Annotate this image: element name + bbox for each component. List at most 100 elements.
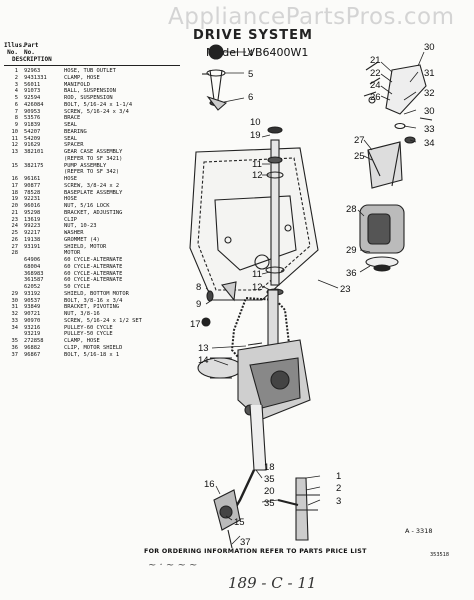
illus-number: 13 <box>11 149 19 155</box>
part-number: 62052 <box>24 284 41 290</box>
callout-26: 26 <box>370 92 381 103</box>
callout-11b: 11 <box>252 269 262 280</box>
parts-row: (REFER TO SF 342) <box>4 169 184 176</box>
pump-and-hoses <box>213 404 320 549</box>
part-description: BRACKET, ADJUSTING <box>64 209 123 216</box>
part-number: 78528 <box>24 189 41 196</box>
part-description: NUT, 5/16 LOCK <box>64 203 110 209</box>
callout-1: 1 <box>336 471 341 482</box>
document-number: 353518 <box>430 552 450 558</box>
callout-32: 32 <box>424 88 435 99</box>
part-description: CLAMP, HOSE <box>64 338 100 344</box>
part-description: 60 CYCLE-ALTERNATE <box>64 277 123 284</box>
part-description: NUT, 10-23 <box>64 223 97 230</box>
illus-number: 9 <box>14 122 18 128</box>
callout-15: 15 <box>234 517 245 528</box>
part-description: HOSE, TUB OUTLET <box>64 68 116 74</box>
illus-number: 37 <box>11 351 19 358</box>
callout-4: 4 <box>248 48 253 59</box>
small-fasteners <box>201 281 263 346</box>
header-illus-no: Illus.No. <box>4 42 26 56</box>
leader-lines <box>201 51 425 545</box>
part-number: 93216 <box>24 324 41 331</box>
callout-numbers: 30 21 22 31 24 26 32 30 33 34 4 5 6 10 1… <box>190 42 435 548</box>
callout-12b: 12 <box>252 282 263 293</box>
illus-number: 26 <box>11 236 19 243</box>
watermark: AppliancePartsPros.com <box>168 4 455 30</box>
callout-5: 5 <box>248 69 253 80</box>
illus-number: 19 <box>11 196 19 203</box>
illus-number: 34 <box>11 324 19 331</box>
parts-row: 30 90537 BOLT, 3/8-16 x 3/4 <box>4 298 184 305</box>
handwritten-note: 189 - C - 11 <box>228 574 317 592</box>
part-description: BRACE <box>64 115 81 122</box>
illus-number: 1 <box>14 68 18 74</box>
part-number: 64906 <box>24 257 41 263</box>
part-number: 90537 <box>24 297 41 304</box>
part-number: 91839 <box>24 122 41 128</box>
callout-37: 37 <box>240 537 251 548</box>
callout-24: 24 <box>370 80 381 91</box>
callout-28: 28 <box>346 204 357 215</box>
gear-case <box>197 289 311 421</box>
part-description: MANIFOLD <box>64 81 90 88</box>
part-number: 90970 <box>24 317 41 324</box>
callout-6: 6 <box>248 92 253 103</box>
part-number: 92594 <box>24 95 41 101</box>
parts-row: (REFER TO SF 3421) <box>4 156 184 163</box>
part-number: 368983 <box>24 270 44 277</box>
ordering-note: FOR ORDERING INFORMATION REFER TO PARTS … <box>144 548 367 555</box>
part-number: 95298 <box>24 209 41 216</box>
part-description: BEARING <box>64 128 87 135</box>
part-number: 56011 <box>24 81 41 88</box>
part-number: 426084 <box>24 101 44 108</box>
part-description: BOLT, 5/16-18 x 1 <box>64 351 120 358</box>
callout-35b: 35 <box>264 498 275 509</box>
part-number: 91073 <box>24 88 41 95</box>
parts-row: 1 92963 HOSE, TUB OUTLET <box>4 68 184 75</box>
part-description: GEAR CASE ASSEMBLY <box>64 149 123 155</box>
illus-number: 20 <box>11 203 19 209</box>
callout-18: 18 <box>264 462 275 473</box>
part-number: 90953 <box>24 108 41 115</box>
part-description: PULLEY-50 CYCLE <box>64 331 113 338</box>
part-number: 92963 <box>24 68 41 74</box>
pivoting-bracket-assembly <box>363 61 433 144</box>
illus-number: 27 <box>11 243 19 250</box>
part-description: SCREW, 5/16-24 x 1/2 SET <box>64 317 142 324</box>
callout-22: 22 <box>370 68 381 79</box>
part-description: CLIP <box>64 216 77 223</box>
callout-19: 19 <box>250 130 261 141</box>
part-description: BOLT, 3/8-16 x 3/4 <box>64 297 123 304</box>
part-number: 93192 <box>24 290 41 297</box>
callout-8: 8 <box>196 282 201 293</box>
illus-number: 16 <box>11 176 19 182</box>
header-description: DESCRIPTION <box>12 56 52 63</box>
part-description: SHIELD, MOTOR <box>64 243 107 250</box>
part-number: 382175 <box>24 162 44 169</box>
callout-14: 14 <box>198 355 209 366</box>
callout-20: 20 <box>264 486 275 497</box>
handwritten-scribble: ~ · ~ ~ ~ <box>148 560 198 571</box>
illus-number: 30 <box>11 297 19 304</box>
callout-11: 11 <box>252 159 262 170</box>
